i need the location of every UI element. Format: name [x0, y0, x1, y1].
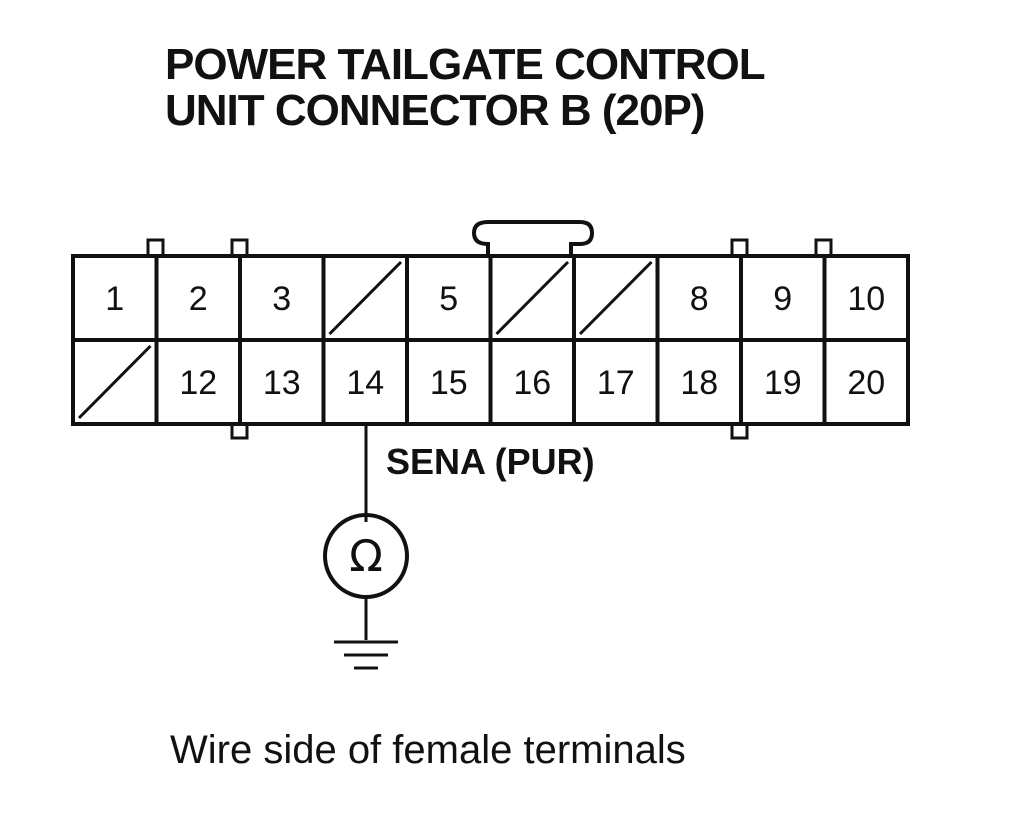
terminal-label-14: 14 [346, 364, 384, 402]
connector-latch [471, 220, 595, 256]
unused-terminal-slash-4 [328, 260, 403, 336]
terminal-cell-20 [822, 338, 910, 426]
terminal-label-17: 17 [597, 364, 635, 402]
ground-icon [334, 597, 398, 670]
top-tab [814, 238, 833, 258]
terminal-label-13: 13 [263, 364, 301, 402]
title-line-1: POWER TAILGATE CONTROL [165, 40, 765, 89]
terminal-label-12: 12 [179, 364, 217, 402]
terminal-label-15: 15 [430, 364, 468, 402]
terminal-label-1: 1 [105, 280, 124, 318]
wire-label: SENA (PUR) [386, 441, 595, 482]
bottom-tab [730, 422, 749, 440]
terminal-label-2: 2 [189, 280, 208, 318]
terminal-label-16: 16 [513, 364, 551, 402]
title-line-2: UNIT CONNECTOR B (20P) [165, 86, 704, 135]
caption: Wire side of female terminals [170, 728, 686, 772]
unused-terminal-slash-7 [578, 260, 653, 336]
ohmmeter-icon: Ω [323, 513, 409, 599]
unused-terminal-slash-11 [77, 344, 152, 420]
terminal-label-5: 5 [439, 280, 458, 318]
terminal-label-9: 9 [773, 280, 792, 318]
terminal-label-20: 20 [847, 364, 885, 402]
top-tab [230, 238, 249, 258]
unused-terminal-slash-6 [495, 260, 570, 336]
top-tab [146, 238, 165, 258]
terminal-label-18: 18 [680, 364, 718, 402]
terminal-label-10: 10 [847, 280, 885, 318]
terminal-label-3: 3 [272, 280, 291, 318]
ohm-symbol: Ω [349, 531, 383, 582]
terminal-label-19: 19 [764, 364, 802, 402]
top-tab [730, 238, 749, 258]
terminal-label-8: 8 [690, 280, 709, 318]
bottom-tab [230, 422, 249, 440]
